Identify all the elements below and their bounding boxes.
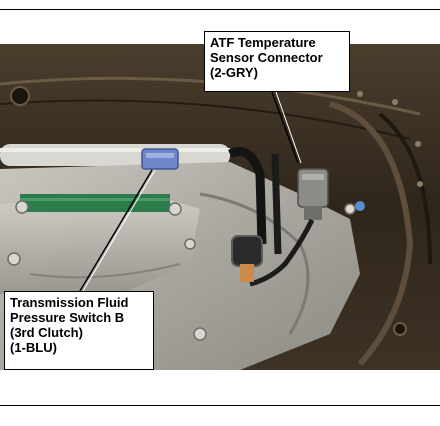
tfps-callout-line-1: Transmission Fluid xyxy=(10,295,129,310)
atf-sensor-callout: ATF Temperature Sensor Connector (2-GRY) xyxy=(204,31,350,92)
bottom-border-rule xyxy=(0,405,440,406)
tfps-callout-line-3: (3rd Clutch) xyxy=(10,325,83,340)
tfps-callout-line-2: Pressure Switch B xyxy=(10,310,125,325)
body-rail xyxy=(329,101,414,367)
pressure-switch-body xyxy=(231,235,263,267)
tfps-callout-line-4: (1-BLU) xyxy=(10,340,57,355)
atf-callout-line-2: Sensor Connector xyxy=(210,50,323,65)
engine-bay-photo xyxy=(0,44,440,370)
circuit-board xyxy=(20,194,170,212)
wiring-harness xyxy=(0,144,230,166)
pressure-switch-connector xyxy=(141,148,179,170)
top-border-rule xyxy=(0,9,440,10)
black-hose xyxy=(227,147,267,245)
atf-callout-line-3: (2-GRY) xyxy=(210,65,258,80)
blue-cap xyxy=(355,201,365,211)
engine-bay-illustration xyxy=(0,44,440,370)
pressure-switch-callout: Transmission Fluid Pressure Switch B (3r… xyxy=(4,291,154,370)
body-hole xyxy=(10,86,30,106)
atf-callout-line-1: ATF Temperature xyxy=(210,35,316,50)
